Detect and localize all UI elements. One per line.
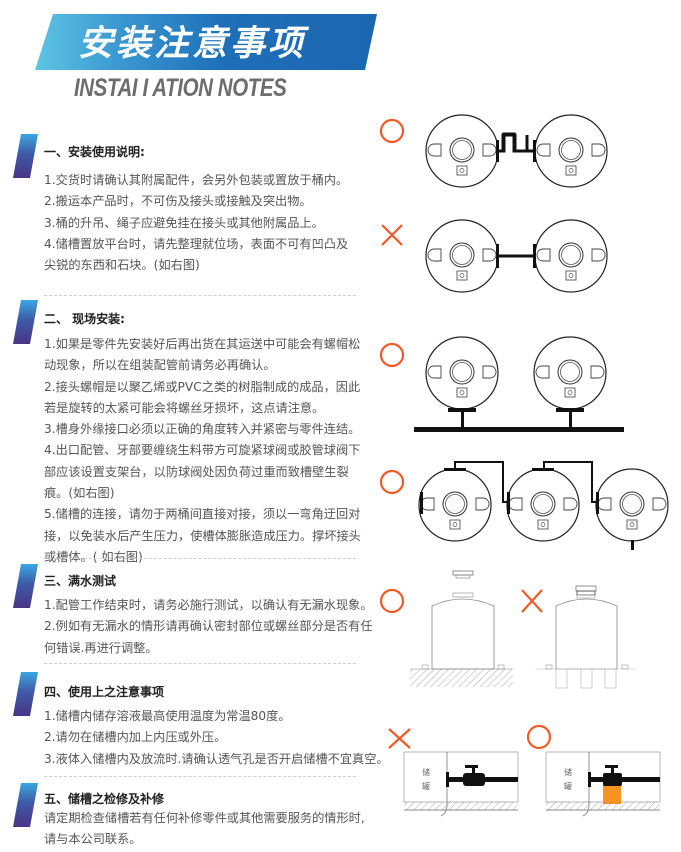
text-line: 1.储槽内储存溶液最高使用温度为常温80度。 <box>44 709 291 723</box>
text-line: 2.例如有无漏水的情形请再确认密封部位或螺丝部分是否有任 <box>44 619 373 634</box>
section-accent-bar <box>13 300 38 344</box>
wrong-mark-icon <box>388 728 411 749</box>
svg-text:罐: 罐 <box>422 781 430 791</box>
page-title: 安装注意事项 <box>78 24 307 64</box>
page-subtitle: INSTAI I ATION NOTES <box>74 74 287 102</box>
text-line: 3.液体入储槽内及放流时.请确认透气孔是否开启储槽不宜真空。 <box>44 751 389 766</box>
text-line: 3.桶的升吊、绳子应避免挂在接头或其他附属品上。 <box>44 215 324 230</box>
section-title-usage: 一、安装使用说明: <box>44 145 145 159</box>
svg-text:储: 储 <box>422 767 430 777</box>
section-body-maintenance: 请定期检查储槽若有任何补修零件或其他需要服务的情形时, 请与本公司联系。 <box>44 808 389 851</box>
diagram-offset-connection <box>379 114 608 188</box>
wrong-mark-icon <box>381 224 403 246</box>
section-body-installation: 1.如果是零件先安装好后再出货在其运送中可能会有螺帽松 动现象，所以在组装配管前… <box>44 334 389 568</box>
text-line: 1.如果是零件先安装好后再出货在其运送中可能会有螺帽松 <box>44 337 361 351</box>
section-accent-bar <box>13 672 38 716</box>
text-line: 动现象，所以在组装配管前请务必再确认。 <box>44 358 276 373</box>
section-body-usage-notes: 1.储槽内储存溶液最高使用温度为常温80度。 2.请勿在储槽内加上内压或外压。 … <box>44 706 389 770</box>
correct-mark-icon <box>379 118 405 144</box>
diagram-tank-on-base <box>379 570 513 687</box>
correct-mark-icon <box>526 724 552 750</box>
text-line: 1.配管工作结束时，请务必施行测试，以确认有无漏水现象。 <box>44 598 373 612</box>
section-body-usage: 1.交货时请确认其附属配件，会另外包装或置放于桶内。 2.搬运本产品时，不可伤及… <box>44 170 389 276</box>
diagram-tank-on-legs <box>521 585 636 689</box>
text-line: 或槽体。( 如右图) <box>44 549 143 564</box>
text-line: 若是旋转的太紧可能会将螺丝牙损坏，这点请注意。 <box>44 400 325 415</box>
text-line: 尖锐的东西和石块。(如右图) <box>44 258 200 273</box>
diagram-valve-unsupported: 储 罐 <box>388 728 519 817</box>
text-line: 5.储槽的连接，请勿于两桶间直接对接，须以一弯角迂回对 <box>44 507 361 522</box>
section-title-usage-notes: 四、使用上之注意事项 <box>44 685 165 699</box>
text-line: 何错误.再进行调整。 <box>44 640 158 655</box>
section-title-installation: 二、 现场安装: <box>44 312 125 326</box>
text-line: 接，以免装水后产生压力，使槽体膨胀造成压力。撑坏接头 <box>44 528 361 543</box>
correct-mark-icon <box>379 469 405 495</box>
diagram-manifold-connection <box>379 336 624 432</box>
section-title-maintenance: 五、储槽之检修及补修 <box>44 792 165 806</box>
text-line: 请与本公司联系。 <box>44 832 142 847</box>
section-accent-bar <box>13 783 38 827</box>
correct-mark-icon <box>379 342 405 368</box>
text-line: 请定期检查储槽若有任何补修零件或其他需要服务的情形时, <box>44 811 365 825</box>
installation-diagrams: 储 罐 储 罐 <box>379 114 669 817</box>
diagram-cascade-connection <box>379 461 669 550</box>
section-accent-bar <box>13 564 38 608</box>
text-line: 2.搬运本产品时，不可伤及接头或接触及突出物。 <box>44 194 312 209</box>
svg-text:储: 储 <box>564 767 572 777</box>
diagram-straight-connection <box>381 219 608 293</box>
divider <box>44 295 356 296</box>
diagram-valve-supported: 储 罐 <box>526 724 661 817</box>
wrong-mark-icon <box>521 589 543 613</box>
section-accent-bar <box>13 134 38 178</box>
text-line: 1.交货时请确认其附属配件，会另外包装或置放于桶内。 <box>44 173 349 187</box>
divider <box>44 558 356 559</box>
divider <box>44 663 356 664</box>
text-line: 3.槽身外缘接口必须以正确的角度转入并紧密与零件连结。 <box>44 422 361 437</box>
text-line: 部应该设置支架台，以防球阀处因负荷过重而致槽壁生裂 <box>44 464 349 479</box>
section-title-water-test: 三、满水测试 <box>44 574 117 588</box>
text-line: 2.接头螺帽是以聚乙烯或PVC之类的树脂制成的成品，因此 <box>44 379 361 394</box>
svg-text:罐: 罐 <box>564 781 572 791</box>
correct-mark-icon <box>379 588 405 614</box>
text-line: 2.请勿在储槽内加上内压或外压。 <box>44 730 227 745</box>
title-banner <box>35 14 377 70</box>
text-line: 4.出口配管、牙部要缠绕生料带方可旋紧球阀或胶管球阀下 <box>44 443 361 458</box>
text-line: 4.储槽置放平台时，请先整理就位场，表面不可有凹凸及 <box>44 236 349 251</box>
section-body-water-test: 1.配管工作结束时，请务必施行测试，以确认有无漏水现象。 2.例如有无漏水的情形… <box>44 595 389 659</box>
text-line: 痕。(如右图) <box>44 486 115 501</box>
divider <box>44 776 356 777</box>
valve-support-block <box>603 784 621 804</box>
